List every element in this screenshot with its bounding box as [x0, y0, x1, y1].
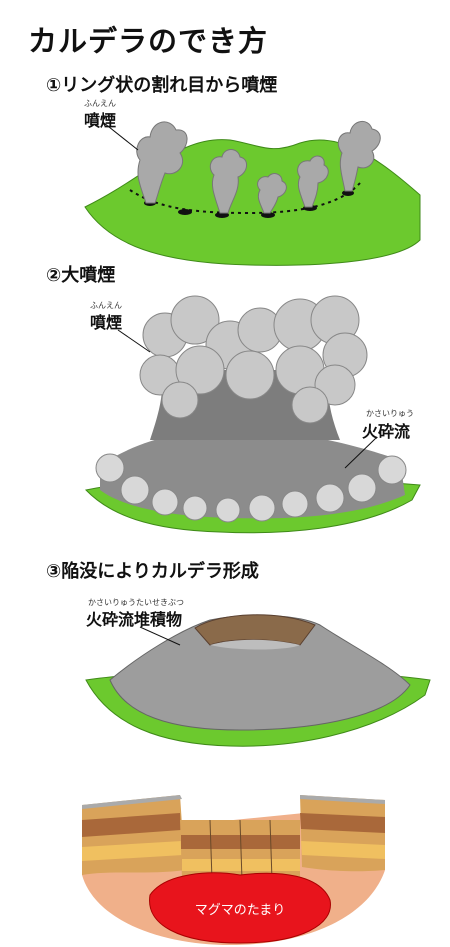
step3-heading: ③陥没によりカルデラ形成 — [46, 561, 259, 582]
right-block — [300, 795, 385, 872]
step2-heading: ②大噴煙 — [46, 265, 116, 286]
step2-smoke-label: 噴煙 — [90, 313, 123, 332]
magma-label: マグマのたまり — [195, 903, 286, 918]
step1-smoke-ruby: ふんえん — [84, 99, 116, 108]
caldera-rim — [194, 614, 316, 646]
step1-smoke-label: 噴煙 — [84, 111, 117, 130]
step1-plumes — [136, 121, 381, 214]
step3-deposit-ruby: かさいりゅうたいせきぶつ — [88, 598, 184, 607]
magma-chamber — [149, 872, 331, 944]
step3-deposit-label: 火砕流堆積物 — [86, 610, 183, 629]
caldera-deposit — [109, 614, 411, 731]
step2-cloud — [139, 295, 368, 424]
step2-flow-label: 火砕流 — [362, 422, 411, 441]
cross-section-illustration: マグマのたまり — [82, 795, 385, 945]
step1-illustration — [84, 121, 421, 266]
step2-smoke-ruby: ふんえん — [90, 301, 122, 310]
ring-fissure — [129, 182, 361, 215]
collapsed-block — [180, 819, 300, 881]
left-block — [82, 795, 185, 875]
step2-flow-ruby: かさいりゅう — [366, 409, 414, 418]
flow-puffs — [95, 453, 407, 523]
step3-illustration — [85, 614, 431, 747]
step2-illustration — [85, 295, 421, 534]
step1-heading: ①リング状の割れ目から噴煙 — [46, 75, 278, 96]
page-title: カルデラのでき方 — [28, 24, 269, 58]
